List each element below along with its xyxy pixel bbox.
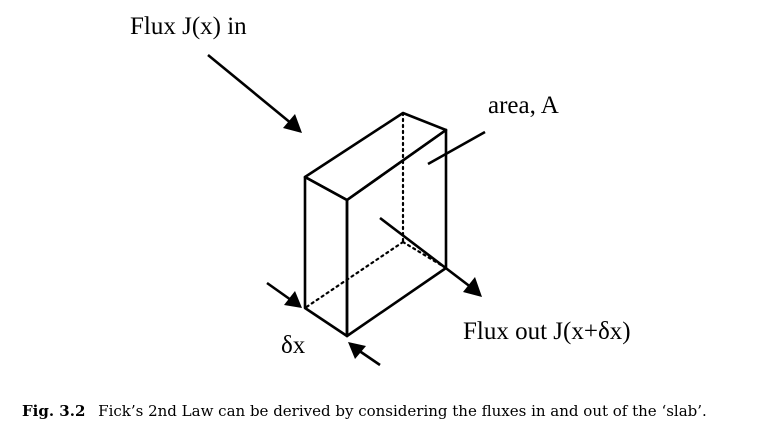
thickness-arrow-right-shaft [357, 348, 381, 367]
flux-in-label: Flux J(x) in [130, 13, 247, 40]
area-leader-line [427, 130, 486, 166]
slab-top-face [303, 111, 448, 202]
flux-in-arrowhead [283, 114, 302, 133]
hidden-edge-bottom-left [303, 240, 405, 310]
thickness-label: δx [281, 332, 306, 359]
flux-in-arrow [207, 53, 302, 133]
thickness-arrow-left-shaft [266, 281, 292, 302]
thickness-arrow-right-head [348, 342, 366, 359]
flux-out-arrow-shaft [379, 216, 473, 290]
slab-box [303, 111, 448, 338]
caption-number: Fig. 3.2 [22, 402, 85, 420]
figure-caption: Fig. 3.2 Fick’s 2nd Law can be derived b… [22, 402, 707, 420]
thickness-arrows [266, 281, 381, 367]
flux-out-arrowhead [463, 277, 482, 297]
flux-out-label: Flux out J(x+δx) [463, 318, 631, 345]
slab-front-face [303, 175, 349, 338]
area-label: area, A [488, 92, 559, 119]
caption-text: Fick’s 2nd Law can be derived by conside… [98, 402, 707, 420]
slab-hidden-edges [303, 111, 448, 310]
thickness-arrow-left-head [284, 291, 302, 308]
flux-out-arrow [379, 216, 482, 297]
flux-in-arrow-shaft [207, 53, 293, 126]
